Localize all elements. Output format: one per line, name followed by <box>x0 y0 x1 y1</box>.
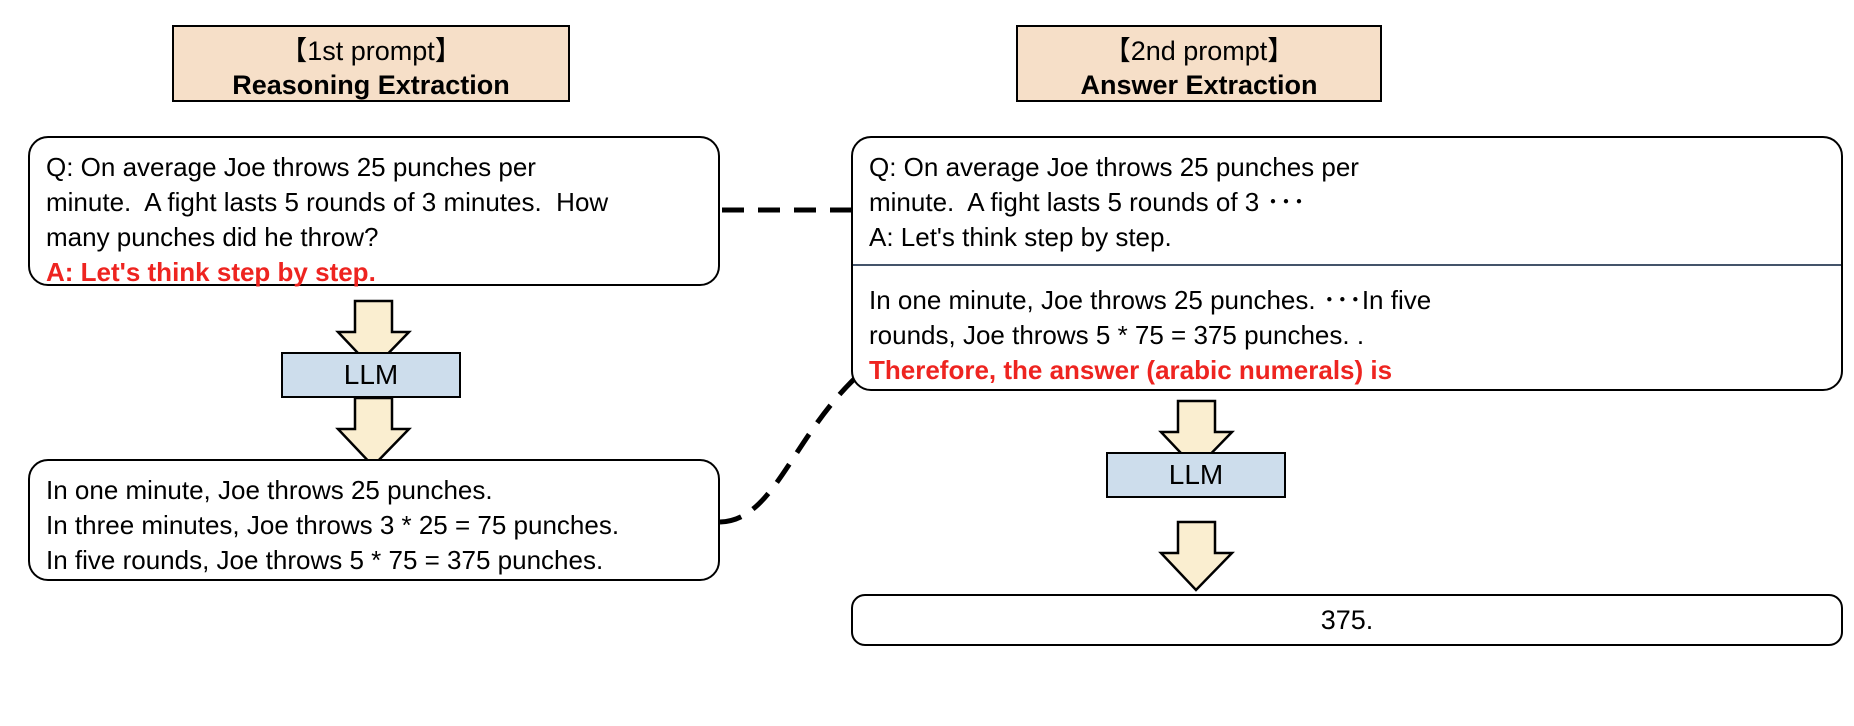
header-1st-prompt-line1: 【1st prompt】 <box>280 36 462 66</box>
final-answer-box: 375. <box>851 594 1843 646</box>
llm-box-2: LLM <box>1106 452 1286 498</box>
header-2nd-prompt-line2: Answer Extraction <box>1080 70 1318 100</box>
prompt-2-upper-line-0: Q: On average Joe throws 25 punches per <box>869 152 1359 182</box>
llm-box-1: LLM <box>281 352 461 398</box>
prompt-2-upper-section: Q: On average Joe throws 25 punches per … <box>853 138 1841 265</box>
prompt-2-upper-line-2: A: Let's think step by step. <box>869 222 1172 252</box>
reasoning-output-box: In one minute, Joe throws 25 punches. In… <box>28 459 720 581</box>
reasoning-output-line-0: In one minute, Joe throws 25 punches. <box>46 475 493 505</box>
prompt-2-lower-line-0: In one minute, Joe throws 25 punches. ･･… <box>869 285 1432 315</box>
header-2nd-prompt: 【2nd prompt】 Answer Extraction <box>1016 25 1382 102</box>
header-2nd-prompt-line1: 【2nd prompt】 <box>1103 36 1295 66</box>
final-answer-value: 375. <box>1320 604 1374 635</box>
reasoning-output-line-1: In three minutes, Joe throws 3 * 25 = 75… <box>46 510 620 540</box>
prompt-2-lower-section: In one minute, Joe throws 25 punches. ･･… <box>853 265 1841 398</box>
prompt-2-upper-line-1: minute. A fight lasts 5 rounds of 3 ･･･ <box>869 187 1306 217</box>
block-arrow-llm2-to-answer <box>1158 520 1235 592</box>
prompt-2-trigger-line: Therefore, the answer (arabic numerals) … <box>869 355 1393 385</box>
header-1st-prompt-line2: Reasoning Extraction <box>232 70 510 100</box>
prompt-1-trigger-line: A: Let's think step by step. <box>46 257 376 287</box>
prompt-1-line-0: Q: On average Joe throws 25 punches per <box>46 152 536 182</box>
llm-box-2-label: LLM <box>1168 459 1224 490</box>
reasoning-output-line-2: In five rounds, Joe throws 5 * 75 = 375 … <box>46 545 604 575</box>
prompt-box-2: Q: On average Joe throws 25 punches per … <box>851 136 1843 391</box>
prompt-1-line-1: minute. A fight lasts 5 rounds of 3 minu… <box>46 187 609 217</box>
prompt-1-line-2: many punches did he throw? <box>46 222 379 252</box>
block-arrow-llm-to-output <box>335 396 412 468</box>
prompt-box-1: Q: On average Joe throws 25 punches per … <box>28 136 720 287</box>
llm-box-1-label: LLM <box>343 359 399 390</box>
prompt-2-section-divider <box>853 264 1841 266</box>
prompt-2-lower-line-1: rounds, Joe throws 5 * 75 = 375 punches.… <box>869 320 1365 350</box>
header-1st-prompt: 【1st prompt】 Reasoning Extraction <box>172 25 570 102</box>
